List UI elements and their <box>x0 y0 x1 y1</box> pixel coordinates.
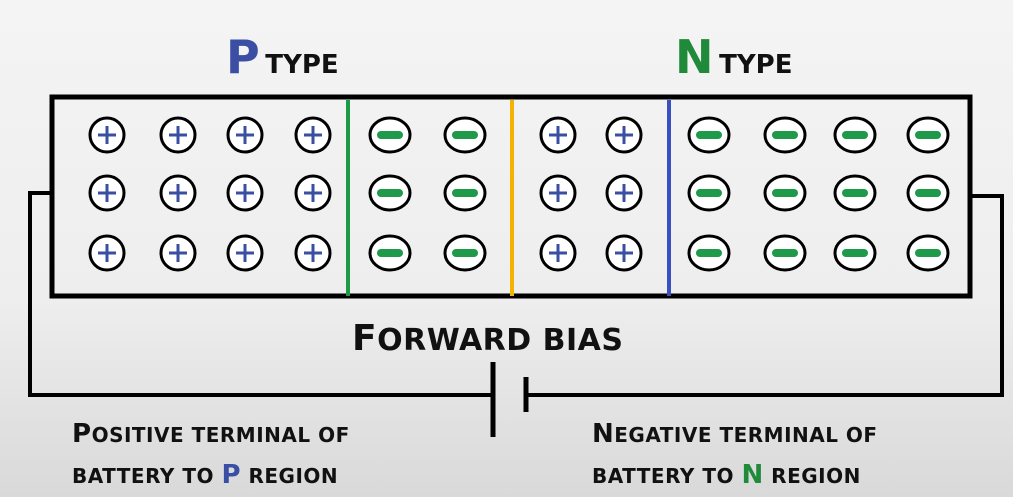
positive-caption-line2: BATTERY TO P REGION <box>72 460 339 490</box>
minus-ion-icon <box>443 234 487 272</box>
p-type-word: TYPE <box>265 50 339 80</box>
plus-ion-icon <box>539 116 577 154</box>
plus-ion-icon <box>88 174 126 212</box>
left-wire <box>28 191 493 397</box>
negative-caption-line1: NEGATIVE TERMINAL OF <box>592 419 878 449</box>
minus-ion-icon <box>687 234 731 272</box>
n-type-label: N TYPE <box>675 30 792 84</box>
plus-ion-icon <box>605 174 643 212</box>
plus-ion-icon <box>605 116 643 154</box>
minus-ion-icon <box>763 116 807 154</box>
plus-ion-icon <box>159 234 197 272</box>
plus-ion-icon <box>159 116 197 154</box>
minus-ion-icon <box>368 234 412 272</box>
forward-bias-title: FORWARD BIAS <box>352 318 624 359</box>
minus-ion-icon <box>833 234 877 272</box>
plus-ion-icon <box>539 234 577 272</box>
n-type-word: TYPE <box>719 50 793 80</box>
minus-ion-icon <box>368 174 412 212</box>
plus-ion-icon <box>294 174 332 212</box>
right-wire <box>526 194 1004 397</box>
minus-ion-icon <box>906 234 950 272</box>
plus-ion-icon <box>539 174 577 212</box>
p-type-label: P TYPE <box>226 30 339 84</box>
positive-caption-line1: POSITIVE TERMINAL OF <box>72 419 350 449</box>
negative-caption-line2: BATTERY TO N REGION <box>592 460 861 490</box>
plus-ion-icon <box>605 234 643 272</box>
plus-ion-icon <box>159 174 197 212</box>
minus-ion-icon <box>906 174 950 212</box>
minus-ion-icon <box>687 116 731 154</box>
plus-ion-icon <box>88 116 126 154</box>
p-letter: P <box>226 30 260 84</box>
minus-ion-icon <box>906 116 950 154</box>
plus-ion-icon <box>226 174 264 212</box>
n-letter: N <box>675 30 714 84</box>
plus-ion-icon <box>226 116 264 154</box>
positive-terminal-caption: POSITIVE TERMINAL OF BATTERY TO P REGION <box>72 414 350 496</box>
minus-ion-icon <box>368 116 412 154</box>
plus-ion-icon <box>88 234 126 272</box>
minus-ion-icon <box>443 174 487 212</box>
plus-ion-icon <box>294 234 332 272</box>
battery-icon <box>490 362 529 437</box>
minus-ion-icon <box>833 174 877 212</box>
plus-ion-icon <box>294 116 332 154</box>
minus-ion-icon <box>763 174 807 212</box>
negative-terminal-caption: NEGATIVE TERMINAL OF BATTERY TO N REGION <box>592 414 878 496</box>
minus-ion-icon <box>833 116 877 154</box>
minus-ion-icon <box>763 234 807 272</box>
minus-ion-icon <box>443 116 487 154</box>
plus-ion-icon <box>226 234 264 272</box>
minus-ion-icon <box>687 174 731 212</box>
